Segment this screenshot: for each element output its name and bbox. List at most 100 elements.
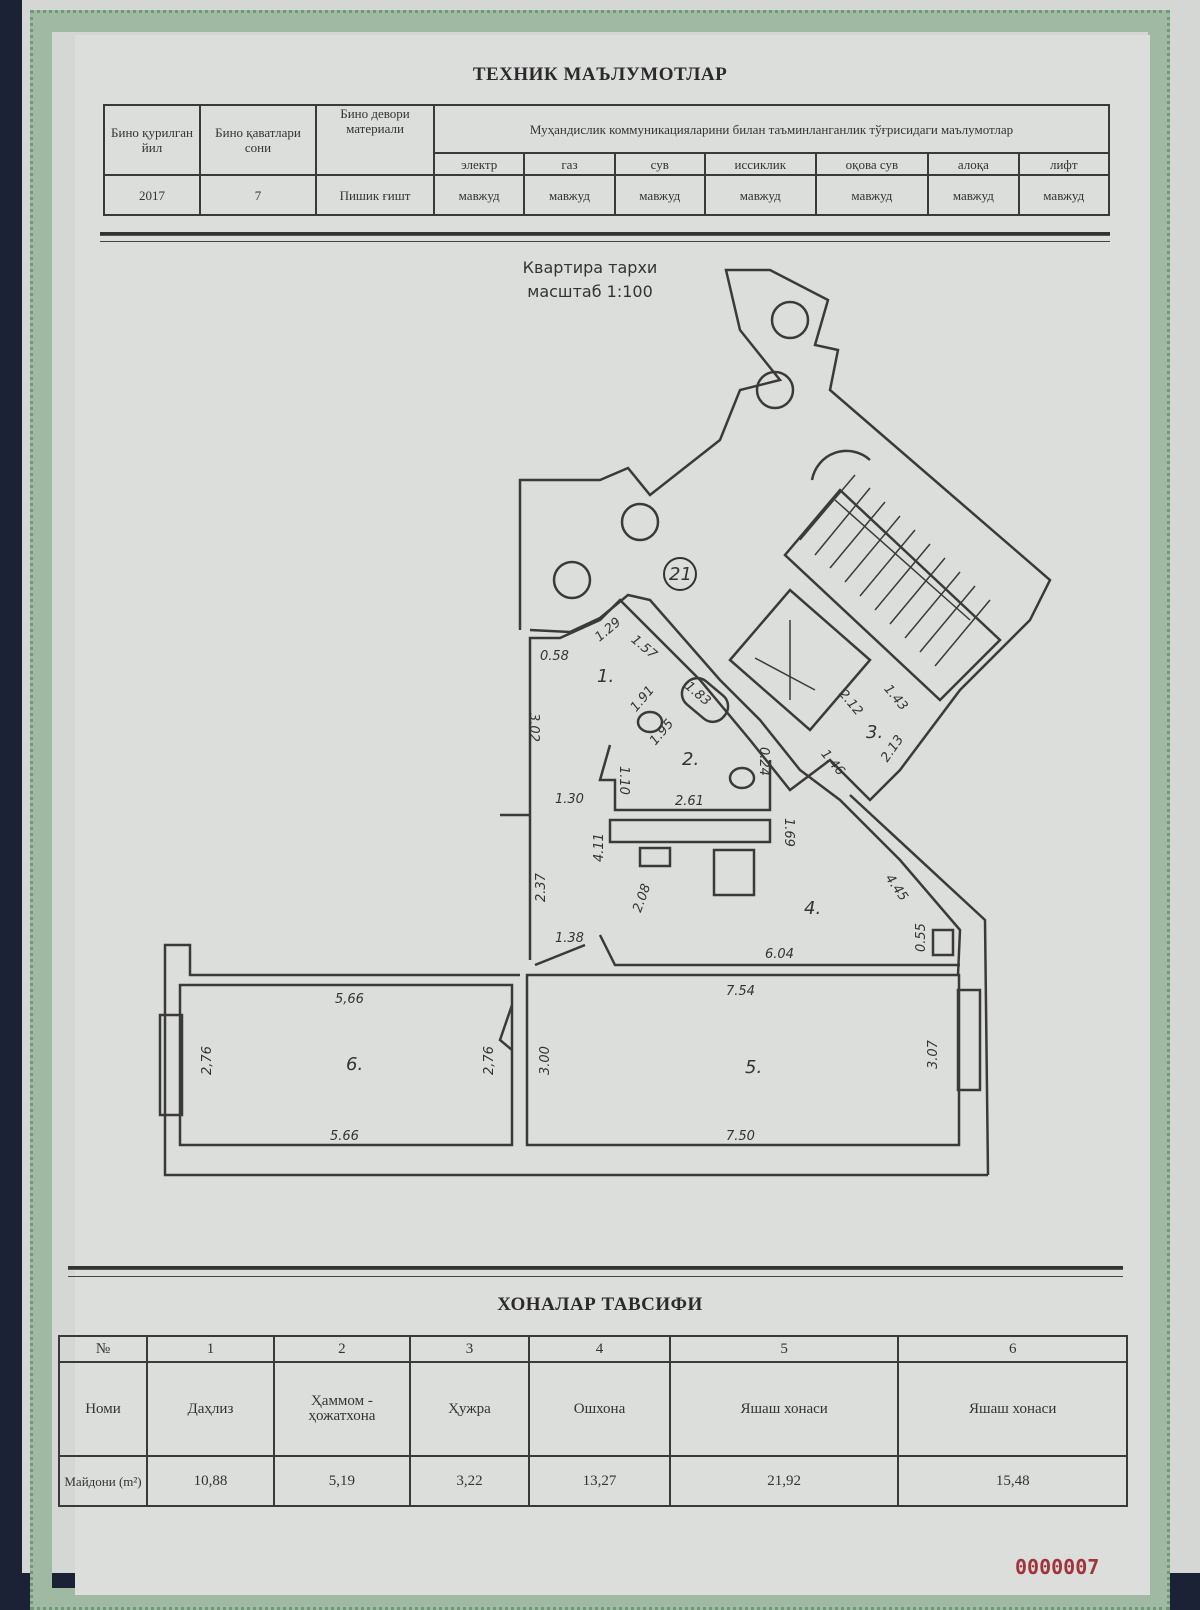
divider xyxy=(100,241,1110,242)
utility-name: электр xyxy=(432,152,526,176)
utility-value: мавжуд xyxy=(703,174,817,216)
room-area: 21,92 xyxy=(668,1455,900,1507)
room-area: 5,19 xyxy=(272,1455,411,1507)
room-label: 4. xyxy=(804,898,821,919)
value-wall: Пишик ғишт xyxy=(315,174,435,216)
room-no: 3 xyxy=(408,1335,531,1363)
divider xyxy=(68,1276,1123,1277)
utility-name: алоқа xyxy=(927,152,1020,176)
room-name: Ҳужра xyxy=(408,1361,531,1457)
header-utilities: Муҳандислик коммуникацияларини билан таъ… xyxy=(433,104,1110,154)
room-no: 6 xyxy=(897,1335,1128,1363)
dim-label: 1.10 xyxy=(616,766,631,795)
stair-number: 21 xyxy=(669,564,692,585)
wall xyxy=(529,593,962,976)
room-label: 5. xyxy=(745,1057,762,1078)
door xyxy=(534,943,586,967)
utility-value: мавжуд xyxy=(927,174,1020,216)
dim-label: 3.02 xyxy=(526,713,541,742)
dim-label: 3.07 xyxy=(926,1039,941,1069)
room-5-outline xyxy=(525,973,961,1147)
dim-label: 4.11 xyxy=(592,833,607,862)
utility-name: сув xyxy=(613,152,706,176)
column xyxy=(770,300,810,340)
serial-number: 0000007 xyxy=(1015,1555,1100,1579)
dim-label: 6.04 xyxy=(765,947,794,962)
header-area: Майдони (m²) xyxy=(58,1455,148,1507)
dim-label: 2.12 xyxy=(835,687,865,719)
dim-label: 1.43 xyxy=(880,682,910,714)
dim-label: 2.08 xyxy=(630,882,654,914)
dim-label: 1.30 xyxy=(555,792,584,807)
column xyxy=(620,502,660,542)
door xyxy=(498,1004,514,1051)
toilet xyxy=(728,766,756,790)
room-label: 1. xyxy=(597,666,614,687)
room-no: 4 xyxy=(528,1335,671,1363)
room-6-outline xyxy=(178,983,514,1147)
utility-value: мавжуд xyxy=(523,174,616,216)
plan-scale: масштаб 1:100 xyxy=(527,282,653,301)
column xyxy=(755,370,795,410)
bathtub xyxy=(680,676,730,724)
dim-label: 2.37 xyxy=(534,872,549,902)
window xyxy=(158,1013,184,1117)
dim-label: 1.95 xyxy=(647,717,677,749)
window xyxy=(956,988,982,1092)
tech-table: Бино қурилган йил Бино қаватлари сони Би… xyxy=(103,104,1111,216)
utility-name: лифт xyxy=(1017,152,1111,176)
utility-value: мавжуд xyxy=(432,174,526,216)
wall xyxy=(598,934,960,967)
floor-plan: 21 1. 2. 3. 4. 5. 6. 0.58 1.29 1.57 3.02… xyxy=(158,268,1052,1177)
value-year: 2017 xyxy=(103,174,201,216)
wall xyxy=(163,943,988,1177)
header-name: Номи xyxy=(58,1361,148,1457)
header-wall: Бино девори материали xyxy=(315,104,435,176)
room-name: Ҳаммом - ҳожатхона xyxy=(272,1361,411,1457)
room-label: 6. xyxy=(346,1054,363,1075)
wall xyxy=(849,794,990,1176)
room-name: Ошхона xyxy=(528,1361,671,1457)
divider xyxy=(100,232,1110,236)
dim-label: 3.00 xyxy=(538,1046,553,1075)
value-floors: 7 xyxy=(199,174,317,216)
washbasin xyxy=(636,710,664,734)
room-area: 15,48 xyxy=(897,1455,1128,1507)
room-no: 1 xyxy=(146,1335,275,1363)
room-name: Яшаш хонаси xyxy=(668,1361,900,1457)
room-label: 2. xyxy=(682,749,699,770)
dim-label: 0.58 xyxy=(540,649,569,664)
dim-label: 5,66 xyxy=(335,992,364,1007)
room-name: Даҳлиз xyxy=(146,1361,275,1457)
utility-name: газ xyxy=(523,152,616,176)
sink xyxy=(638,846,672,868)
divider xyxy=(68,1266,1123,1270)
dim-label: 0.55 xyxy=(914,923,929,952)
tech-title: ТЕХНИК МАЪЛУМОТЛАР xyxy=(472,64,728,85)
plan-title: Квартира тархи масштаб 1:100 xyxy=(480,256,700,304)
dim-label: 5.66 xyxy=(330,1129,359,1144)
dim-label: 0.24 xyxy=(756,747,771,776)
dim-label: 1.38 xyxy=(555,931,584,946)
wall xyxy=(518,268,1052,960)
wall xyxy=(598,744,772,812)
room-no: 2 xyxy=(272,1335,411,1363)
stair-number-circle xyxy=(663,557,697,591)
dim-label: 1.91 xyxy=(628,683,658,715)
column xyxy=(552,560,592,600)
rooms-title: ХОНАЛАР ТАВСИФИ xyxy=(497,1294,703,1315)
dim-label: 4.45 xyxy=(882,872,911,904)
header-year: Бино қурилган йил xyxy=(103,104,201,176)
dim-label: 2,76 xyxy=(200,1046,215,1075)
stair-landing xyxy=(810,449,871,481)
utility-value: мавжуд xyxy=(814,174,930,216)
dim-label: 2,76 xyxy=(482,1046,497,1075)
room-area: 3,22 xyxy=(408,1455,531,1507)
room-label: 3. xyxy=(866,722,883,743)
room-no: 5 xyxy=(668,1335,900,1363)
counter xyxy=(608,818,772,844)
rooms-table: № 1 2 3 4 5 6 Номи Даҳлиз Ҳаммом - ҳожат… xyxy=(58,1335,1128,1507)
header-floors: Бино қаватлари сони xyxy=(199,104,317,176)
room-area: 13,27 xyxy=(528,1455,671,1507)
elevator-shaft xyxy=(728,588,872,732)
